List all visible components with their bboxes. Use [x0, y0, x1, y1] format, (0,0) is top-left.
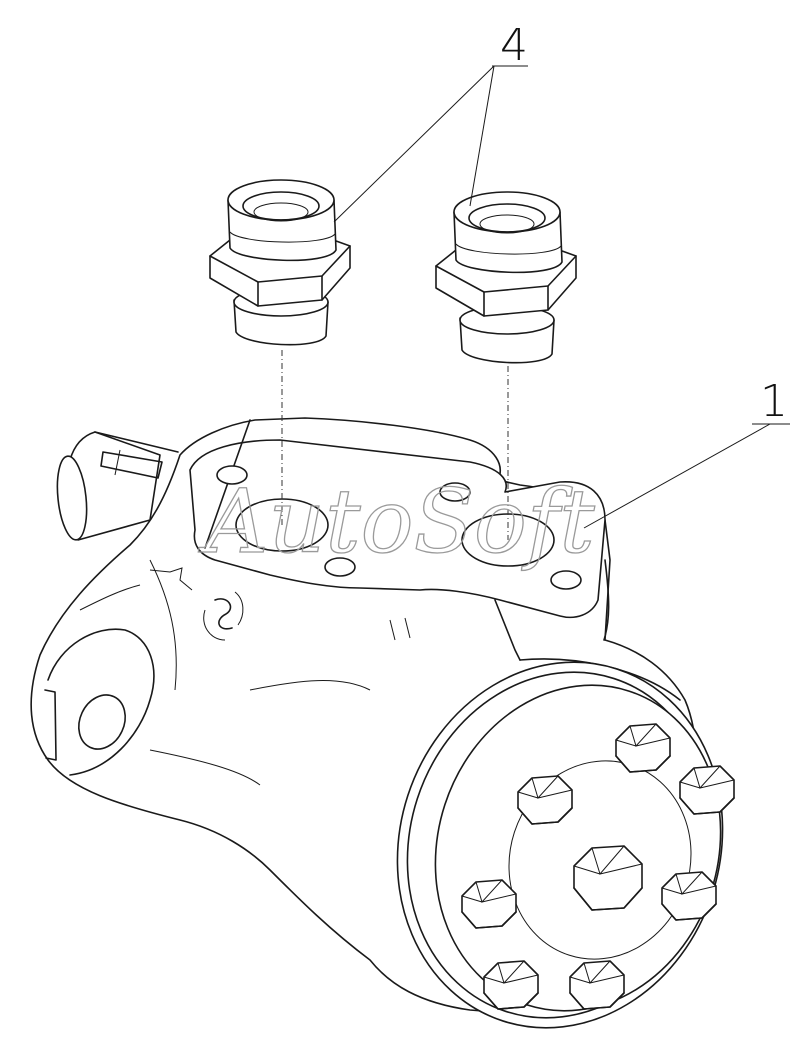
casting-logo	[149, 567, 244, 641]
callout-4: 4	[333, 20, 528, 223]
hydraulic-motor-body	[30, 417, 735, 1029]
hex-bolt	[615, 723, 671, 773]
leader-line	[583, 423, 771, 529]
end-cover-bolts	[461, 723, 735, 1010]
port-flange	[189, 419, 610, 661]
output-shaft	[56, 431, 179, 541]
callout-number-4: 4	[500, 20, 528, 71]
port-fitting-left	[209, 179, 351, 346]
hex-bolt	[569, 960, 625, 1010]
hex-bolt	[483, 960, 539, 1010]
port-fitting-right	[435, 191, 577, 364]
watermark: AutoSoft	[198, 470, 595, 573]
callout-number-1: 1	[760, 376, 788, 427]
bolt-hole	[550, 570, 582, 590]
hex-bolt	[661, 871, 717, 921]
hex-bolt	[679, 765, 735, 815]
bolt-hole	[439, 482, 471, 502]
hex-bolt	[573, 845, 643, 911]
hex-bolt	[461, 879, 517, 929]
bolt-hole	[324, 557, 356, 577]
leader-line	[333, 65, 495, 223]
callout-1: 1	[583, 376, 790, 529]
leader-line	[469, 65, 495, 207]
bolt-hole	[216, 465, 248, 485]
mounting-ear	[44, 628, 155, 776]
hex-bolt	[517, 775, 573, 825]
